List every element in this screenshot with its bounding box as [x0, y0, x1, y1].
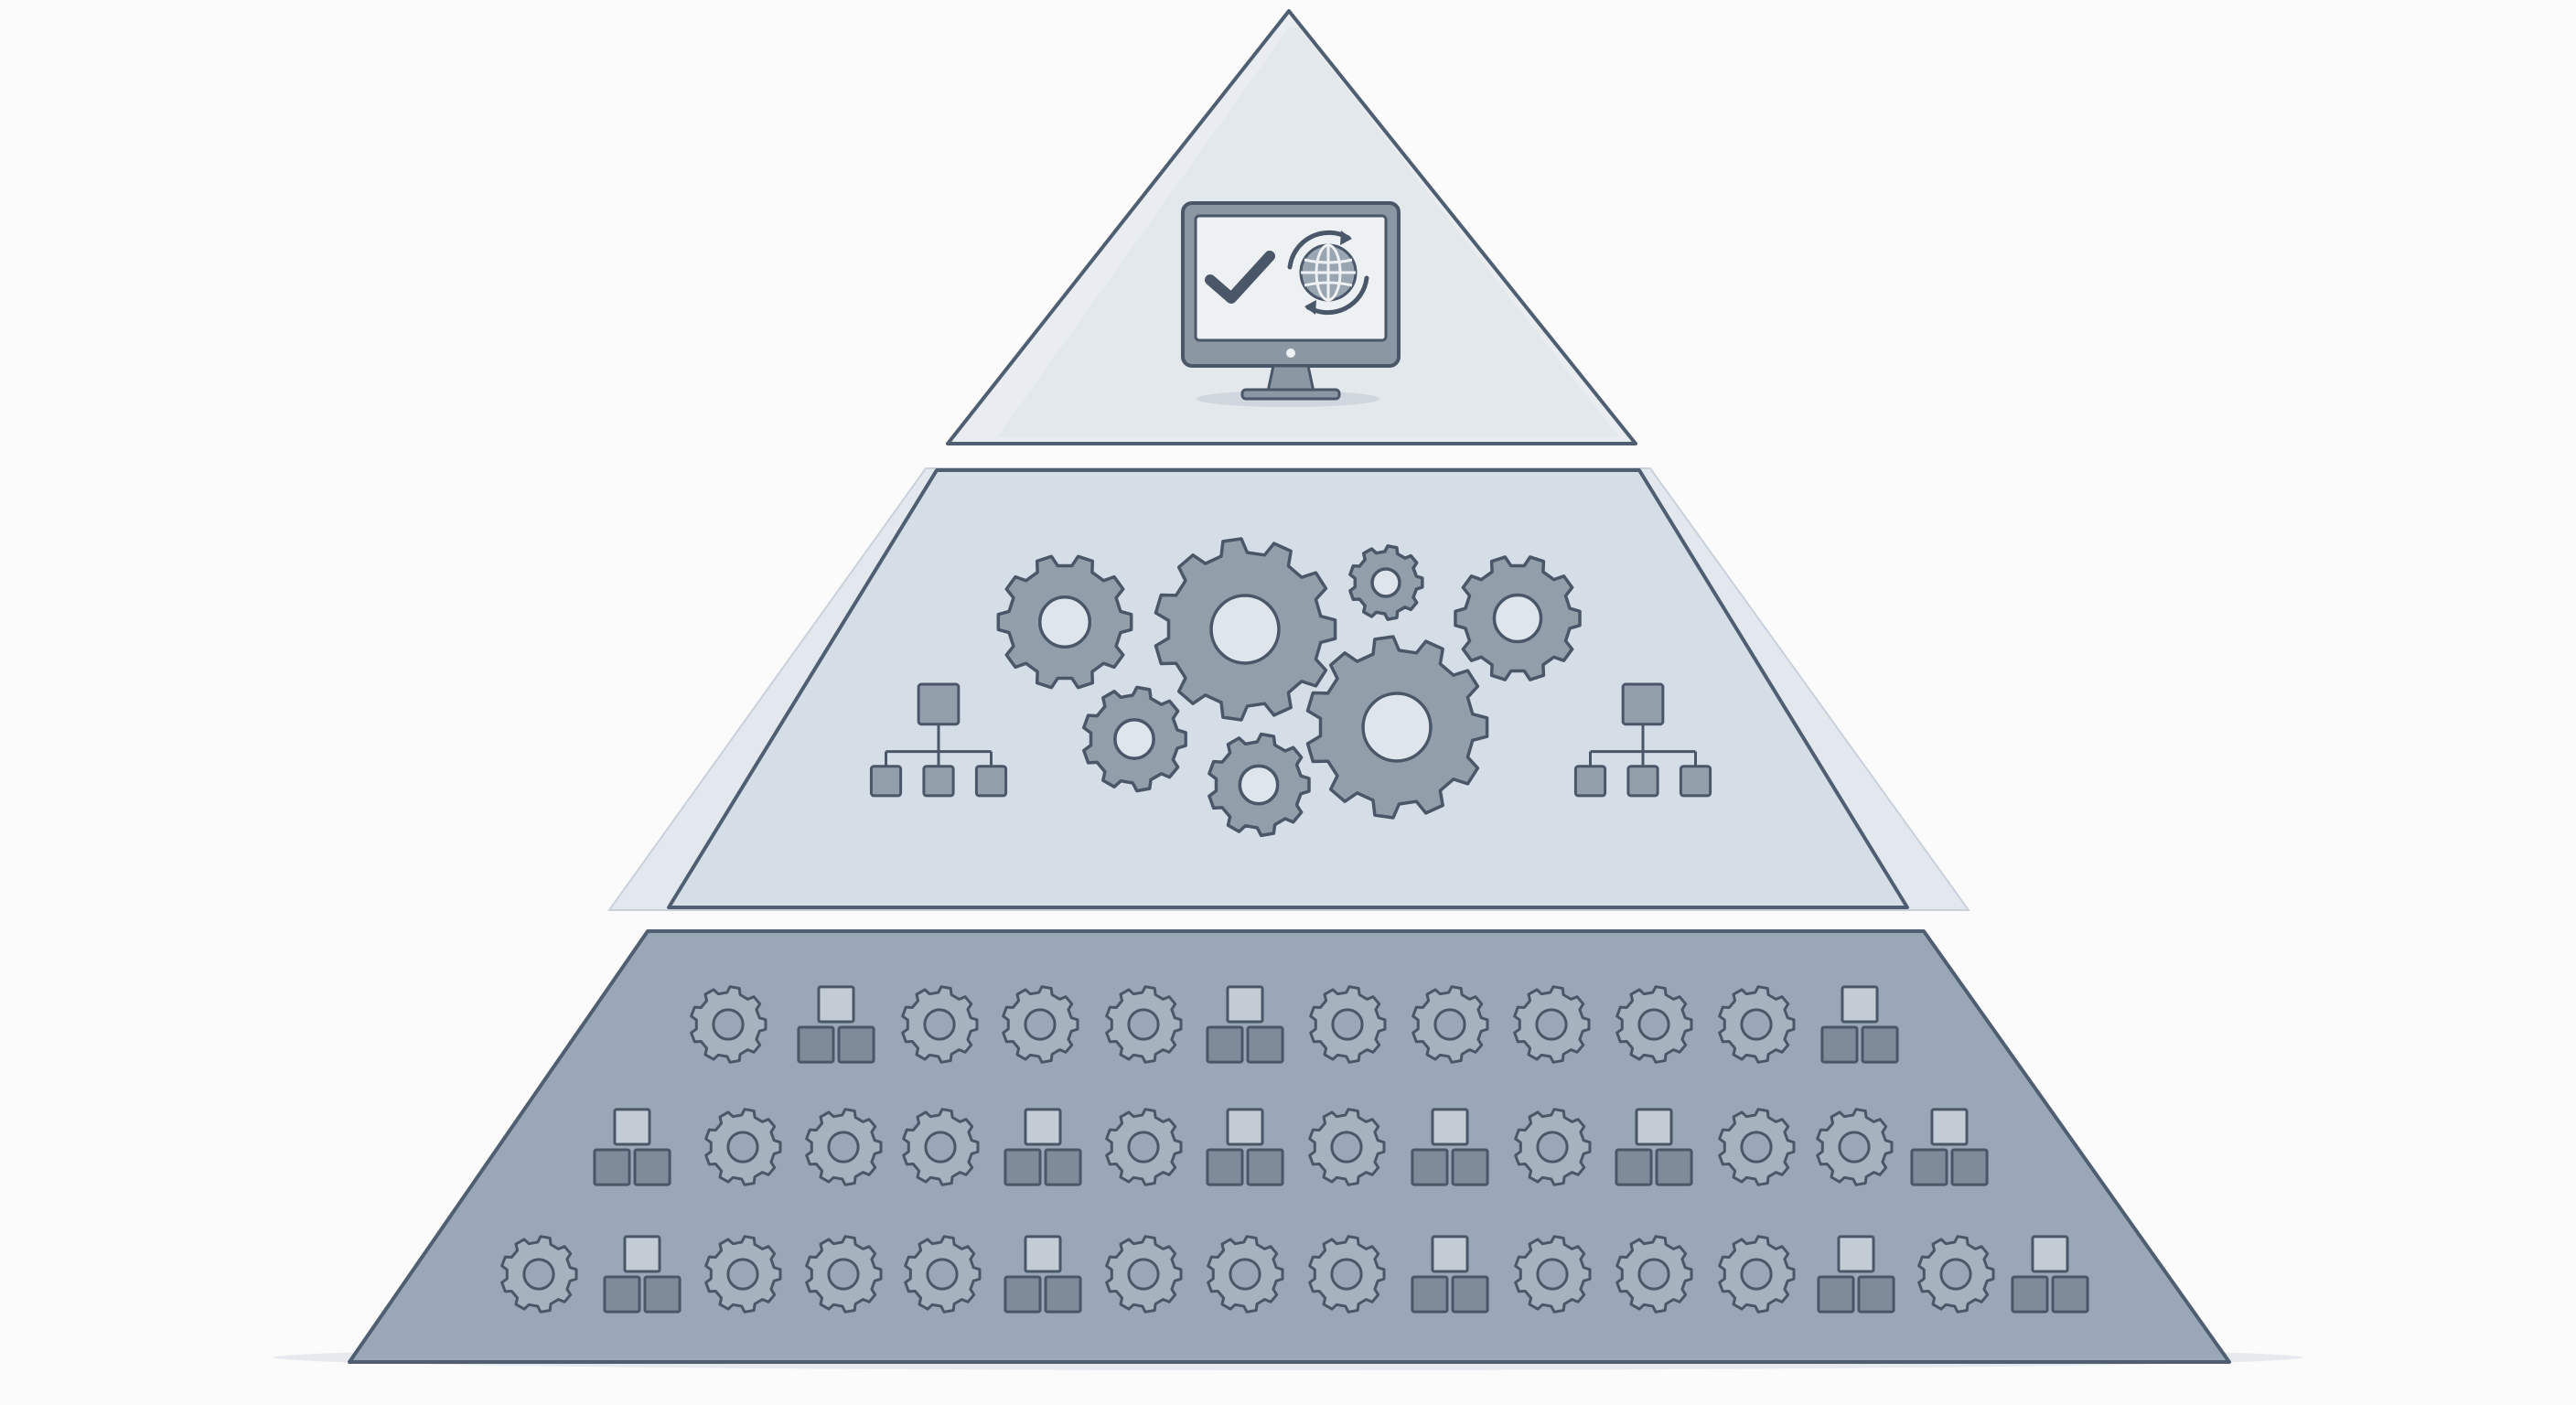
blocks-icon	[1910, 1108, 1989, 1186]
gear-icon	[1105, 985, 1183, 1064]
gear-icon	[1718, 985, 1796, 1064]
gear-icon	[805, 1235, 883, 1314]
blocks-icon	[1004, 1235, 1082, 1314]
gear-icon	[1718, 1235, 1796, 1314]
gear-icon	[1308, 1108, 1386, 1186]
gear-icon	[1308, 1235, 1386, 1314]
gear-icon	[1514, 1235, 1592, 1314]
blocks-icon	[2011, 1235, 2089, 1314]
gear-icon	[1348, 544, 1424, 621]
gear-icon	[1514, 1108, 1592, 1186]
blocks-icon	[1820, 985, 1899, 1064]
gear-icon	[805, 1108, 883, 1186]
gear-icon	[1454, 555, 1582, 681]
blocks-icon	[1615, 1108, 1693, 1186]
blocks-icon	[593, 1108, 671, 1186]
gear-icon	[902, 1108, 980, 1186]
gear-icon	[1615, 1235, 1693, 1314]
gear-icon	[1305, 635, 1489, 820]
tier-middle	[607, 467, 1970, 911]
gear-icon	[1411, 985, 1489, 1064]
hierarchy-icon	[1573, 682, 1712, 798]
gear-icon	[1917, 1235, 1995, 1314]
tier-bottom	[348, 929, 2231, 1364]
gear-icon	[1615, 985, 1693, 1064]
gear-icon	[704, 1108, 782, 1186]
gear-icon	[901, 985, 979, 1064]
gear-icon	[1154, 537, 1337, 722]
gear-icon	[1513, 985, 1591, 1064]
gear-icon	[1105, 1235, 1183, 1314]
tier-bottom-icons	[500, 985, 2089, 1314]
gear-icon	[1816, 1108, 1894, 1186]
gear-icon	[1208, 732, 1311, 838]
blocks-icon	[797, 985, 875, 1064]
hierarchy-icon	[869, 682, 1008, 798]
gear-icon	[996, 554, 1133, 690]
gear-icon	[904, 1235, 982, 1314]
blocks-icon	[1411, 1108, 1489, 1186]
tier-top-icons	[1181, 201, 1401, 407]
gear-icon	[1309, 985, 1387, 1064]
gear-icon	[1105, 1108, 1183, 1186]
gear-icon	[1002, 985, 1079, 1064]
blocks-icon	[1411, 1235, 1489, 1314]
gear-icon	[1082, 685, 1187, 793]
gear-icon	[690, 985, 767, 1064]
gear-icon	[500, 1235, 578, 1314]
blocks-icon	[1206, 985, 1284, 1064]
gear-icon	[1207, 1235, 1284, 1314]
blocks-icon	[1004, 1108, 1082, 1186]
gear-icon	[1718, 1108, 1796, 1186]
blocks-icon	[1817, 1235, 1895, 1314]
globe-sync-icon	[1287, 230, 1369, 316]
blocks-icon	[603, 1235, 682, 1314]
tier-top	[946, 9, 1637, 445]
blocks-icon	[1206, 1108, 1284, 1186]
tier-middle-icons	[869, 537, 1712, 838]
checkmark-icon	[1205, 251, 1275, 304]
gear-icon	[704, 1235, 782, 1314]
